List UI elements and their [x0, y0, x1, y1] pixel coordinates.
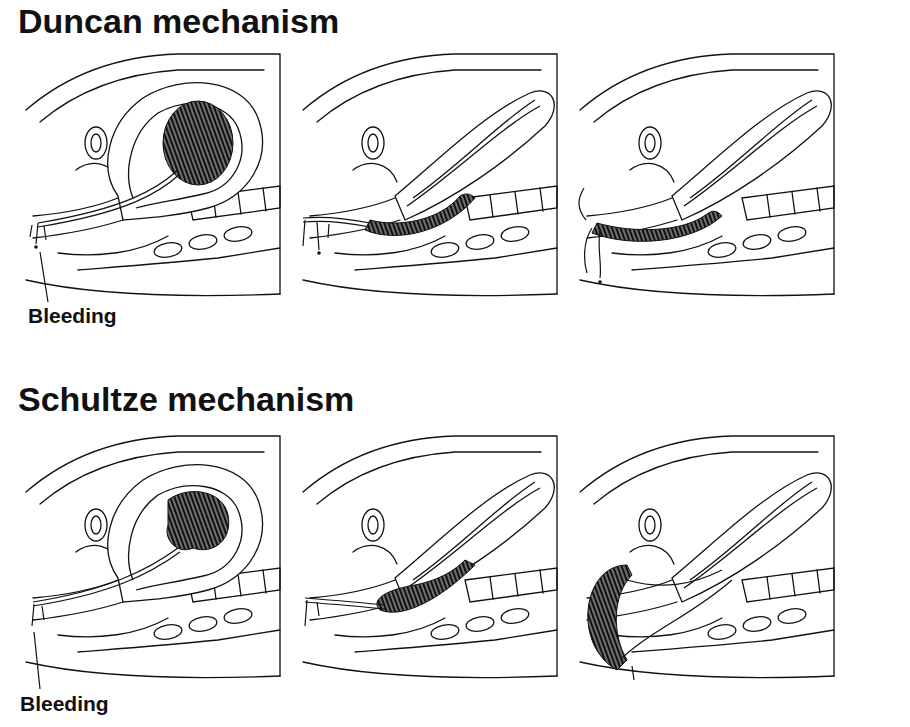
label-slot: Bleeding	[28, 304, 117, 328]
annotation: Bleeding	[28, 304, 117, 328]
duncan-panel-2	[303, 54, 557, 295]
annotation: Bleeding	[20, 692, 109, 716]
duncan-panel-3	[579, 54, 834, 295]
duncan-panel-1	[26, 54, 280, 295]
leader-line	[34, 632, 40, 689]
label-slot: Duncan mechanism	[18, 2, 339, 41]
label-slot: Schultze mechanism	[18, 380, 354, 419]
heading: Schultze mechanism	[18, 380, 354, 419]
schultze-panel-3	[580, 436, 834, 680]
schultze-panel-1	[26, 436, 280, 677]
leader-line	[40, 252, 48, 302]
schultze-panel-2	[303, 436, 557, 677]
heading: Duncan mechanism	[18, 2, 339, 41]
label-slot: Bleeding	[20, 692, 109, 716]
